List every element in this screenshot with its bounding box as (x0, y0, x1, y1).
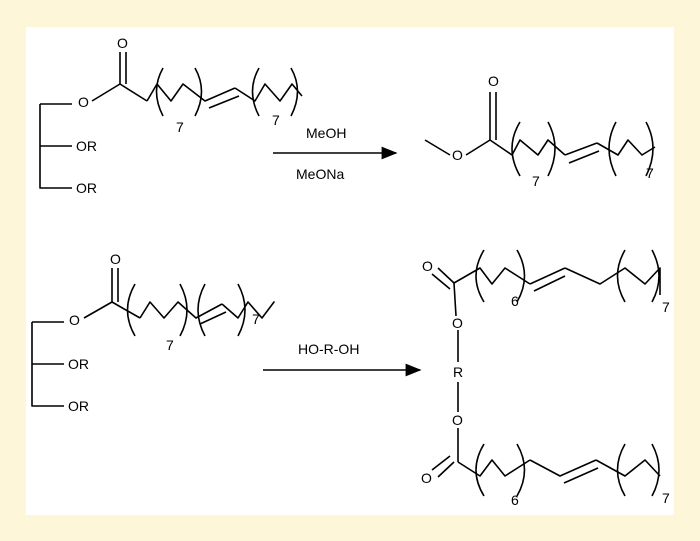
reactant-2-or-2: OR (68, 398, 89, 414)
reactant-1-or-2: OR (76, 180, 97, 196)
reactant-2-n2: 7 (252, 311, 260, 327)
product-1-carbonyl-o: O (488, 73, 499, 89)
reactant-2-carbonyl-o: O (110, 251, 121, 267)
product-1-n2: 7 (646, 165, 654, 181)
product-2-bottom-n1: 6 (511, 492, 519, 508)
reactant-1-n1: 7 (176, 119, 184, 135)
reactant-1-or-1: OR (76, 138, 97, 154)
reactant-1-carbonyl-o: O (117, 35, 128, 51)
product-1-structure (424, 92, 656, 177)
condition-meona: MeONa (296, 166, 344, 182)
product-1-ester-o: O (452, 147, 463, 163)
product-2-top-ester-o: O (452, 315, 463, 331)
product-2-top-n2: 7 (662, 299, 670, 315)
product-2-bottom-ester-o: O (452, 412, 463, 428)
reactant-2-ester-o: O (69, 312, 80, 328)
product-2-linker-r: R (453, 364, 463, 380)
reactant-1-ester-o: O (78, 94, 89, 110)
reactant-2-or-1: OR (68, 356, 89, 372)
reactant-1-structure (39, 52, 303, 189)
product-2-bottom-n2: 7 (662, 490, 670, 506)
condition-meoh: MeOH (306, 125, 346, 141)
product-2-top-n1: 6 (511, 293, 519, 309)
reactant-2-structure (31, 268, 275, 407)
reactant-1-n2: 7 (272, 112, 280, 128)
condition-diol: HO-R-OH (298, 341, 359, 357)
product-1-n1: 7 (532, 173, 540, 189)
figure-panel (26, 27, 674, 515)
reactant-2-n1: 7 (166, 337, 174, 353)
product-2-bottom-carbonyl-o: O (421, 470, 432, 486)
product-2-top-carbonyl-o: O (422, 258, 433, 274)
product-2-structure (431, 249, 661, 497)
